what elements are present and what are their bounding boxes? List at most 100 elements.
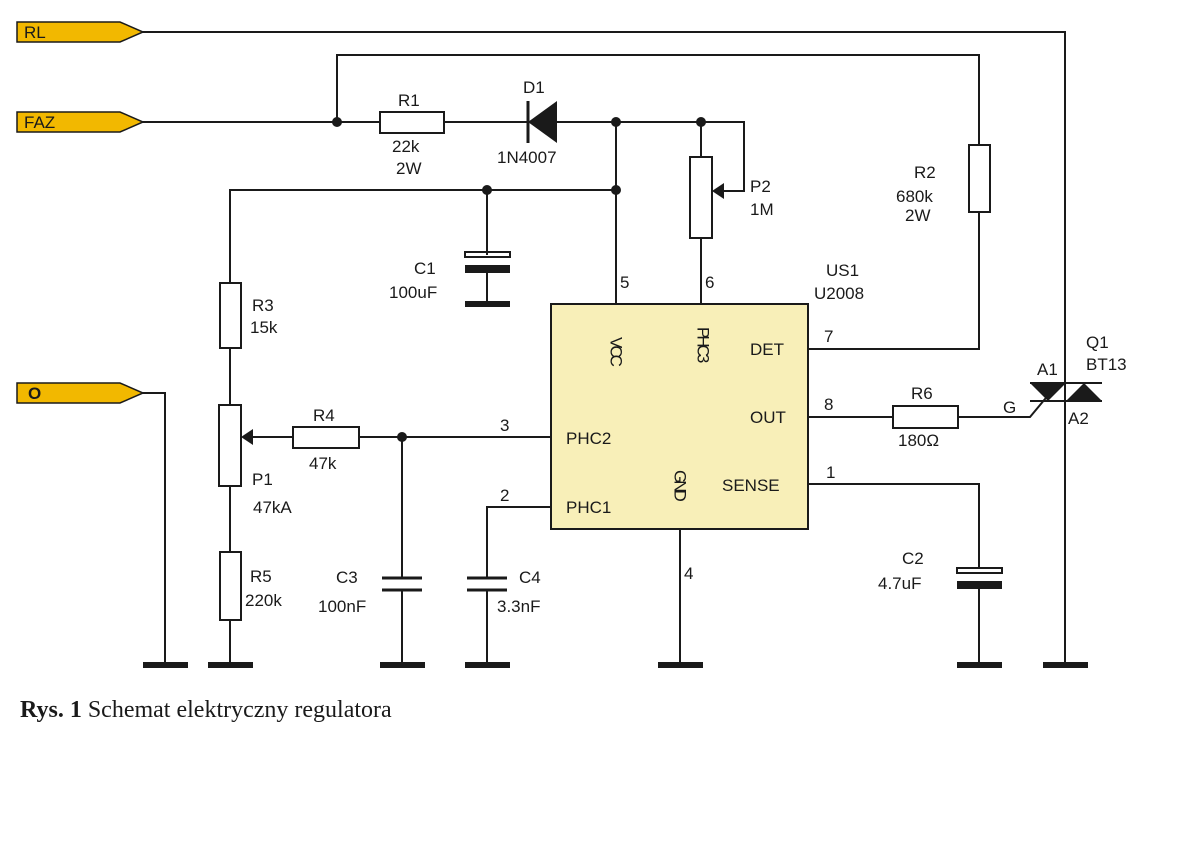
pin-number-7: 7 — [824, 327, 833, 346]
capacitor-c2: C2 4.7uF — [878, 549, 1003, 593]
capacitor-c1: C1 100uF — [389, 251, 511, 302]
junction-c1 — [482, 185, 492, 195]
r5-value: 220k — [245, 591, 282, 610]
r4-ref: R4 — [313, 406, 335, 425]
r1-power: 2W — [396, 159, 422, 178]
c2-plate-negative — [957, 581, 1002, 589]
pin-label-out: OUT — [750, 408, 786, 427]
q1-a2-label: A2 — [1068, 409, 1089, 428]
junction-p2 — [696, 117, 706, 127]
capacitor-c4: C4 3.3nF — [467, 568, 541, 616]
tag-o: O — [16, 382, 145, 404]
resistor-r5-body — [219, 551, 242, 621]
c3-ref: C3 — [336, 568, 358, 587]
triac-q1: Q1 BT13 A1 A2 G — [1003, 333, 1127, 428]
ic-body — [550, 303, 809, 530]
c1-ref: C1 — [414, 259, 436, 278]
tag-o-label: O — [28, 384, 41, 403]
tag-rl-label: RL — [24, 23, 46, 42]
junction-vcc-rail — [611, 185, 621, 195]
r6-ref: R6 — [911, 384, 933, 403]
pin-number-6: 6 — [705, 273, 714, 292]
p1-ref: P1 — [252, 470, 273, 489]
wire-r2-top — [336, 54, 980, 146]
pin-number-4: 4 — [684, 564, 693, 583]
c1-value: 100uF — [389, 283, 437, 302]
pin-number-8: 8 — [824, 395, 833, 414]
r1-ref: R1 — [398, 91, 420, 110]
junction-faz — [332, 117, 342, 127]
potentiometer-p1: P1 47kA — [218, 404, 292, 517]
wire-r6-gate — [957, 397, 1047, 418]
ic-ref: US1 — [826, 261, 859, 280]
p1-value: 47kA — [253, 498, 292, 517]
r5-ref: R5 — [250, 567, 272, 586]
resistor-r5: R5 220k — [219, 551, 282, 621]
grounds — [143, 301, 1088, 668]
wire-d1-vcc-p2 — [556, 121, 745, 192]
d1-value: 1N4007 — [497, 148, 557, 167]
resistor-r1: R1 22k 2W — [379, 91, 445, 178]
r4-value: 47k — [309, 454, 337, 473]
wire-sense-c2 — [807, 483, 980, 569]
tag-faz-shape — [16, 111, 145, 133]
tag-o-shape — [16, 382, 145, 404]
pin-number-2: 2 — [500, 486, 509, 505]
pin-label-phc1: PHC1 — [566, 498, 611, 517]
wire-o — [142, 392, 166, 664]
figure-caption: Rys. 1 Schemat elektryczny regulatora — [20, 697, 392, 724]
p2-wiper-arrow — [712, 183, 724, 199]
capacitor-c3: C3 100nF — [318, 568, 422, 616]
junctions — [332, 117, 706, 442]
ic-us1: US1 U2008 VCC PHC3 GND DET OUT SENSE PHC… — [500, 261, 864, 583]
resistor-r3: R3 15k — [219, 282, 278, 349]
p1-body — [218, 404, 242, 487]
c2-ref: C2 — [902, 549, 924, 568]
tag-rl: RL — [16, 21, 145, 43]
pin-number-3: 3 — [500, 416, 509, 435]
c4-ref: C4 — [519, 568, 541, 587]
wire-phc1-c4 — [486, 506, 552, 578]
wire-r2-det — [807, 211, 980, 350]
junction-c3 — [397, 432, 407, 442]
c2-value: 4.7uF — [878, 574, 921, 593]
p2-value: 1M — [750, 200, 774, 219]
resistor-r3-body — [219, 282, 242, 349]
r6-value: 180Ω — [898, 431, 939, 450]
c4-value: 3.3nF — [497, 597, 540, 616]
q1-value: BT13 — [1086, 355, 1127, 374]
c3-value: 100nF — [318, 597, 366, 616]
q1-ref: Q1 — [1086, 333, 1109, 352]
pin-label-sense: SENSE — [722, 476, 780, 495]
wires — [142, 31, 1066, 664]
resistor-r2: R2 680k 2W — [896, 144, 991, 225]
c1-plate-positive — [464, 251, 511, 258]
triac-triangle-right — [1066, 383, 1102, 401]
caption-text: Schemat elektryczny regulatora — [87, 697, 392, 723]
r3-value: 15k — [250, 318, 278, 337]
d1-ref: D1 — [523, 78, 545, 97]
junction-d1-vcc — [611, 117, 621, 127]
pin-label-phc3-vertical: PHC3 — [694, 327, 713, 363]
triac-triangle-left — [1030, 383, 1066, 401]
pin-number-1: 1 — [826, 463, 835, 482]
potentiometer-p2: P2 1M — [689, 156, 774, 239]
caption-prefix: Rys. 1 — [20, 697, 82, 723]
r1-value: 22k — [392, 137, 420, 156]
tag-rl-shape — [16, 21, 145, 43]
q1-gate-label: G — [1003, 398, 1016, 417]
ic-part: U2008 — [814, 284, 864, 303]
resistor-r1-body — [379, 111, 445, 134]
r2-value: 680k — [896, 187, 933, 206]
pin-label-gnd-vertical: GND — [671, 470, 690, 502]
pin-label-det: DET — [750, 340, 784, 359]
p2-body — [689, 156, 713, 239]
p1-wiper-arrow — [241, 429, 253, 445]
c2-plate-positive — [956, 567, 1003, 574]
resistor-r6: R6 180Ω — [892, 384, 959, 450]
resistor-r2-body — [968, 144, 991, 213]
p2-ref: P2 — [750, 177, 771, 196]
wire-rl — [142, 31, 1066, 664]
